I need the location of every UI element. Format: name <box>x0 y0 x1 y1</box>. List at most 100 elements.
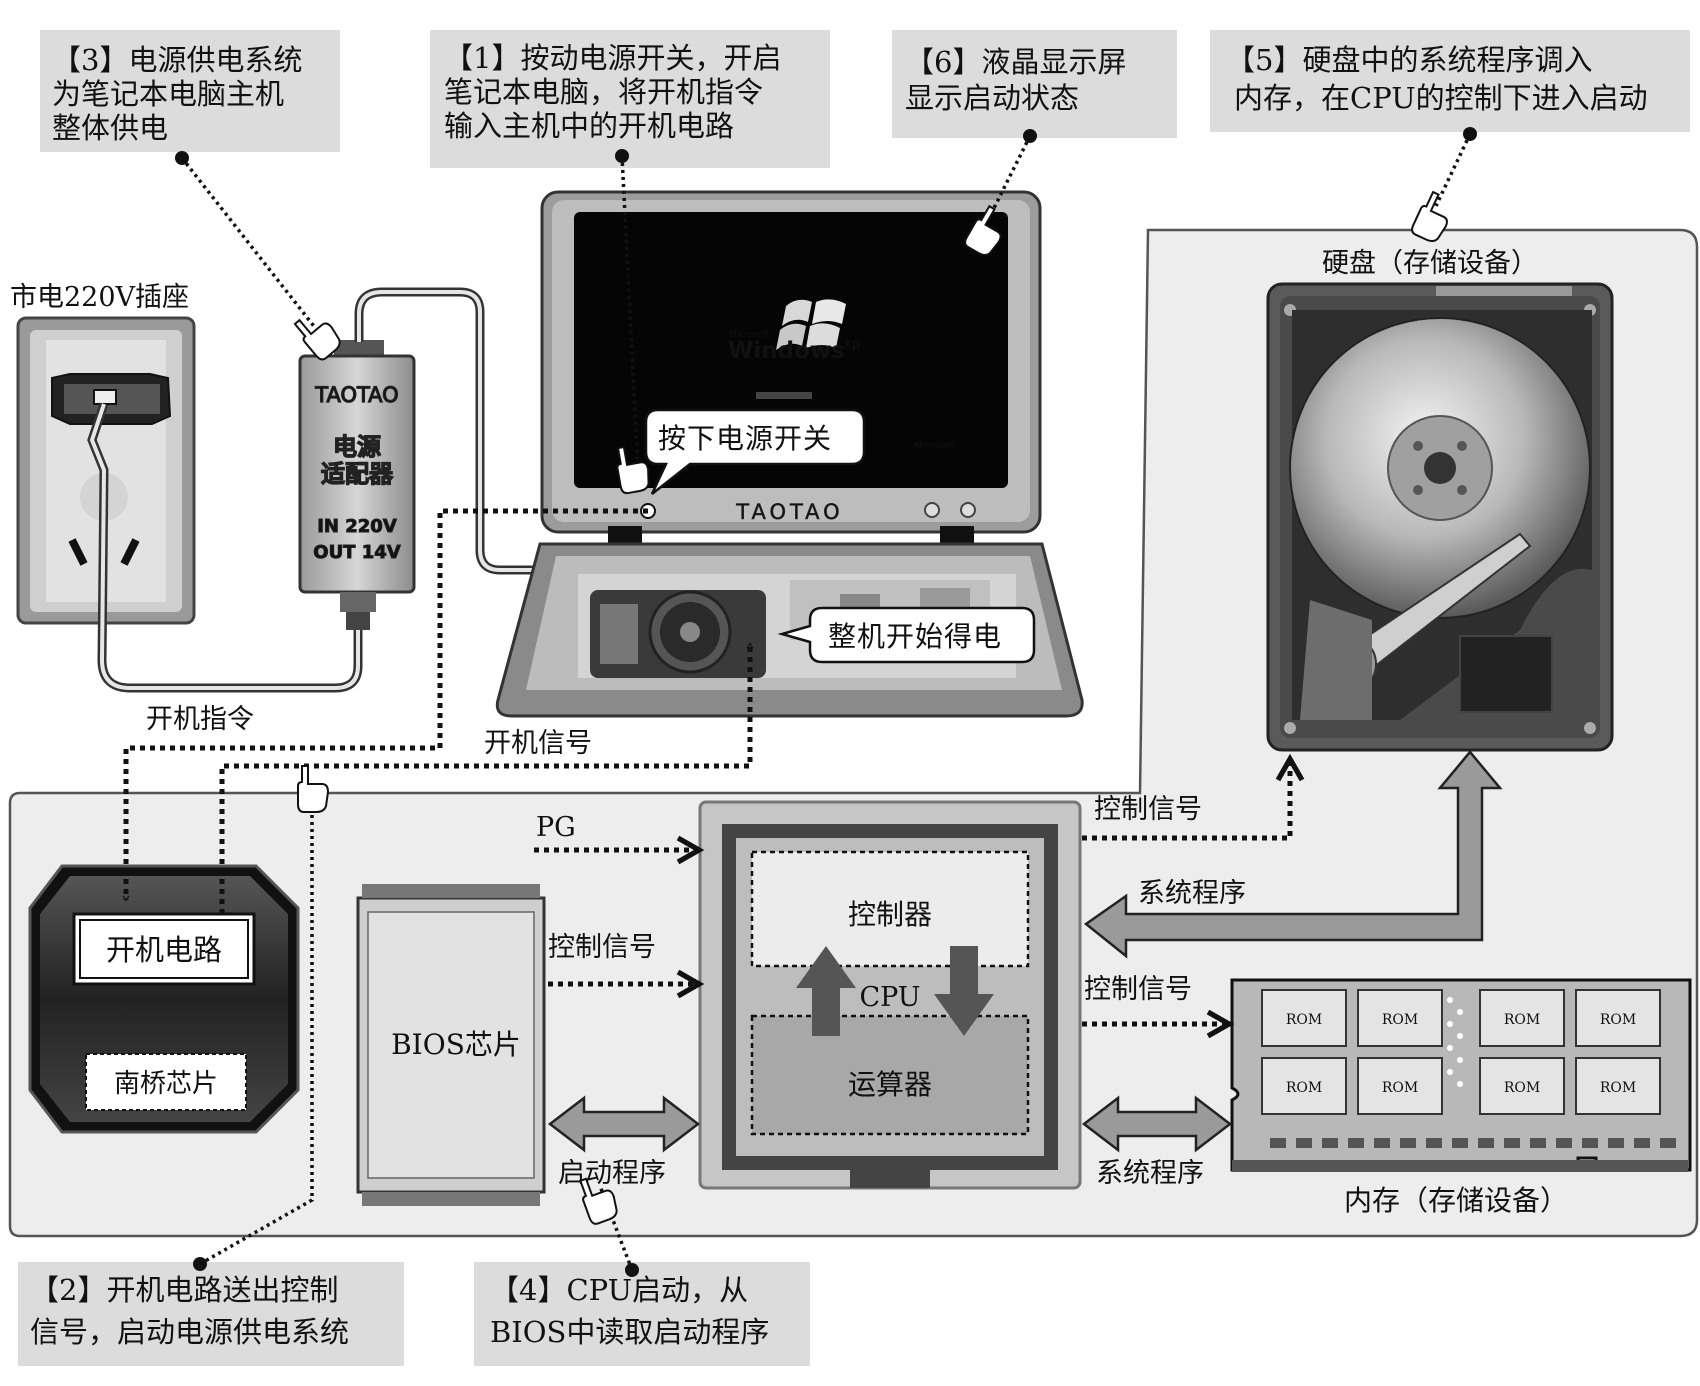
pointer-dot <box>193 1257 207 1271</box>
rom-chip <box>1357 989 1443 1047</box>
adapter-brand: TAOTAO <box>314 383 398 407</box>
hand-pointer-icon <box>616 445 650 495</box>
ram-smd <box>1608 1138 1624 1148</box>
outlet-slot-left <box>68 538 88 566</box>
hand-pointer-icon <box>579 1177 618 1225</box>
pointer-step5 <box>1434 133 1472 207</box>
hdd-screw <box>1284 722 1296 734</box>
power-adapter: TAOTAO 电源 适配器 IN 220V OUT 14V <box>298 340 416 630</box>
hdd-spindle <box>1424 452 1456 484</box>
windows-logo <box>776 299 846 350</box>
rom-chip-label: ROM <box>1600 1012 1636 1028</box>
ram-pad <box>1457 1081 1463 1087</box>
boot-progress-bar <box>756 392 812 399</box>
rom-chip-label: ROM <box>1504 1080 1540 1096</box>
callout-step1: 【1】按动电源开关，开启 笔记本电脑，将开机指令 输入主机中的开机电路 <box>430 30 830 168</box>
rom-chip <box>1479 989 1565 1047</box>
ram-smd <box>1348 1138 1364 1148</box>
hdd-voice-coil <box>1459 635 1553 713</box>
southbridge-box <box>85 1053 247 1111</box>
callout-step5: 【5】硬盘中的系统程序调入 内存，在CPU的控制下进入启动 <box>1210 30 1690 132</box>
adapter-bottom-plug-tip <box>346 612 370 630</box>
callout-step2: 【2】开机电路送出控制 信号，启动电源供电系统 <box>18 1262 404 1366</box>
hand-pointer-icon <box>297 765 330 813</box>
southbridge-label: 南桥芯片 <box>114 1069 218 1099</box>
hdd-hub-screw <box>1457 441 1467 451</box>
cpu-notch <box>850 1170 930 1188</box>
hdd-title: 硬盘（存储设备） <box>1322 248 1538 279</box>
ram-smd <box>1400 1138 1416 1148</box>
pointer-step2 <box>199 804 314 1266</box>
ram-smd <box>1478 1138 1494 1148</box>
alu-box <box>750 1014 1030 1136</box>
outlet-slot-right <box>120 538 140 566</box>
hdd-control-label: 控制信号 <box>1094 794 1202 825</box>
adapter-output-rating: OUT 14V <box>313 542 401 563</box>
plug-head <box>93 389 117 405</box>
adapter-name-1: 电源 <box>333 432 381 461</box>
hand-pointers <box>293 190 1448 1225</box>
ms-logo: Microsoft <box>914 441 956 451</box>
callout-line: 笔记本电脑，将开机指令 <box>444 75 763 109</box>
dc-cord-highlight <box>357 290 560 572</box>
callout-line: 【1】按动电源开关，开启 <box>444 41 781 75</box>
hand-pointer-icon <box>1411 190 1448 243</box>
ram-smd <box>1582 1138 1598 1148</box>
rom-chip-label: ROM <box>1286 1080 1322 1096</box>
pg-label: PG <box>536 812 576 843</box>
adapter-top-plug <box>334 340 384 358</box>
ram-smd <box>1296 1138 1312 1148</box>
ac-cord-highlight <box>89 403 360 690</box>
callout-step3: 【3】电源供电系统 为笔记本电脑主机 整体供电 <box>40 30 340 152</box>
controller-to-alu-arrow <box>934 946 994 1036</box>
adapter-bottom-plug <box>340 592 376 612</box>
rom-chip-label: ROM <box>1504 1012 1540 1028</box>
rom-chip-label: ROM <box>1600 1080 1636 1096</box>
ram-pad <box>1447 1069 1453 1075</box>
status-led <box>924 502 940 518</box>
rom-chip <box>1261 1057 1347 1115</box>
ram-pad <box>1457 1057 1463 1063</box>
callout-line: 【2】开机电路送出控制 <box>30 1273 338 1307</box>
ram-smd <box>1504 1138 1520 1148</box>
os-vendor-small: Microsoft <box>729 330 770 340</box>
hdd-hub-screw <box>1457 485 1467 495</box>
ram-smd <box>1634 1138 1650 1148</box>
controller-label: 控制器 <box>848 898 932 931</box>
ram-smd <box>1426 1138 1442 1148</box>
outlet-title: 市电220V插座 <box>10 282 189 313</box>
rom-chip <box>1357 1057 1443 1115</box>
callout-pointers <box>175 127 1477 1277</box>
system-program-hdd-label: 系统程序 <box>1138 878 1246 909</box>
boot-signal-path <box>219 642 754 914</box>
bios-chip-face <box>367 911 535 1179</box>
alu-to-controller-arrow <box>796 946 856 1036</box>
controller-box <box>750 850 1030 968</box>
callout-line: 内存，在CPU的控制下进入启动 <box>1234 81 1648 115</box>
cpu-label: CPU <box>859 982 920 1013</box>
os-name: Windows <box>728 338 845 364</box>
ram-smd <box>1374 1138 1390 1148</box>
boot-signal-label: 开机信号 <box>484 728 592 759</box>
boot-command-label: 开机指令 <box>146 704 254 735</box>
callout-line: 为笔记本电脑主机 <box>52 77 284 111</box>
pointer-dot <box>625 1263 639 1277</box>
hdd-actuator-magnet <box>1300 600 1372 720</box>
pointer-step6 <box>988 135 1032 217</box>
laptop-chip <box>920 588 970 608</box>
callout-box <box>892 30 1177 138</box>
ram-pad <box>1447 1021 1453 1027</box>
rom-chip-label: ROM <box>1382 1012 1418 1028</box>
rom-chip-label: ROM <box>1286 1012 1322 1028</box>
boot-program-label: 启动程序 <box>558 1158 666 1189</box>
alu-label: 运算器 <box>848 1068 932 1101</box>
bubble-shape <box>644 408 866 495</box>
ram-smd <box>1322 1138 1338 1148</box>
callout-box <box>1210 30 1690 132</box>
power-circuit-label: 开机电路 <box>106 933 222 967</box>
cpu: 控制器 运算器 CPU <box>698 800 1082 1190</box>
callout-line: 【5】硬盘中的系统程序调入 <box>1226 43 1592 77</box>
hdd-hub-screw <box>1413 485 1423 495</box>
fan-hub <box>680 622 700 642</box>
